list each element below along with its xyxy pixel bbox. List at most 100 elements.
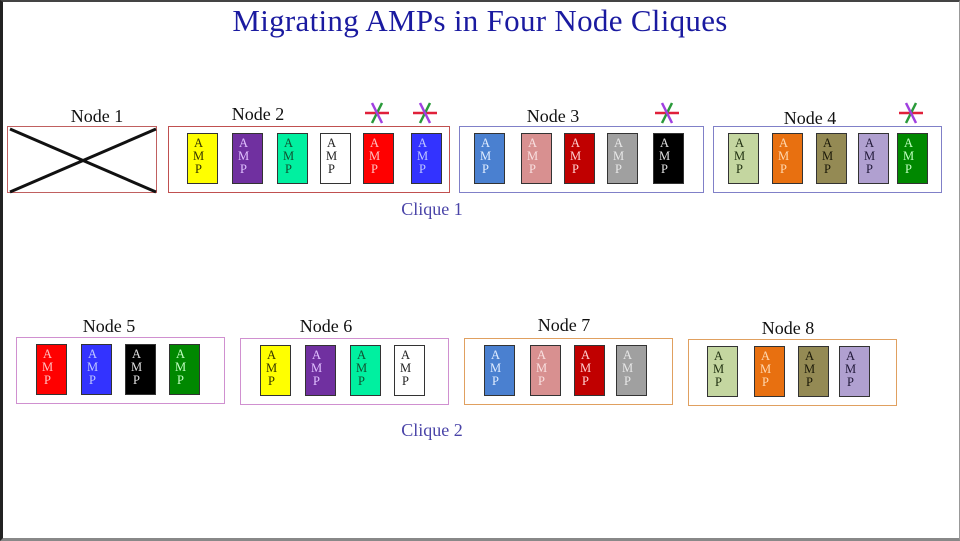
amp-letter: P — [866, 162, 873, 176]
amp-letter: M — [621, 361, 634, 375]
amp-letter: A — [864, 136, 875, 150]
amp-letter: M — [579, 361, 592, 375]
amp-letter: M — [368, 149, 381, 163]
amp-letter: M — [130, 360, 143, 374]
amp-letter: M — [416, 149, 429, 163]
amp-letter: P — [195, 162, 202, 176]
amp-letter: P — [285, 162, 292, 176]
amp-letter: A — [580, 348, 591, 362]
slide-title: Migrating AMPs in Four Node Cliques — [232, 3, 728, 38]
amp-letter: A — [760, 349, 771, 363]
amp-letter: M — [844, 362, 857, 376]
amp-letter: A — [713, 349, 724, 363]
amp-letter: P — [615, 162, 622, 176]
amp-letter: A — [622, 348, 633, 362]
amp-letter: A — [193, 136, 204, 150]
amp-letter: M — [821, 149, 834, 163]
amp-letter: M — [902, 149, 915, 163]
amp-letter: P — [402, 374, 409, 388]
amp-letter: M — [733, 149, 746, 163]
amp-letter: M — [265, 361, 278, 375]
amp-letter: P — [529, 162, 536, 176]
node-4-label: Node 4 — [783, 108, 837, 128]
failed-node-cross-icon — [9, 127, 157, 194]
amp-letter: M — [41, 360, 54, 374]
migration-star-icon — [413, 102, 437, 124]
amp-letter: P — [715, 375, 722, 389]
amp-letter: M — [863, 149, 876, 163]
amp-letter: A — [778, 136, 789, 150]
amp-letter: A — [845, 349, 856, 363]
amp-letter: P — [582, 374, 589, 388]
amp-letter: P — [133, 373, 140, 387]
amp-letter: A — [326, 136, 337, 150]
amp-letter: M — [282, 149, 295, 163]
amp-letter: P — [762, 375, 769, 389]
amp-letter: A — [527, 136, 538, 150]
amp-letter: M — [526, 149, 539, 163]
amp-letter: A — [903, 136, 914, 150]
amp-letter: A — [42, 347, 53, 361]
amp-letter: P — [44, 373, 51, 387]
migration-star-icon — [365, 102, 389, 124]
migration-star-icon — [899, 102, 923, 124]
migration-star-stroke — [418, 102, 432, 124]
amp-letter: A — [536, 348, 547, 362]
amp-letter: P — [240, 162, 247, 176]
node-6-label: Node 6 — [299, 316, 353, 336]
amp-letter: P — [847, 375, 854, 389]
amp-letter: A — [570, 136, 581, 150]
migration-star-stroke — [660, 102, 674, 124]
amp-letter: A — [490, 348, 501, 362]
amp-letter: M — [658, 149, 671, 163]
amp-letter: M — [535, 361, 548, 375]
amp-letter: A — [266, 348, 277, 362]
amp-letter: A — [734, 136, 745, 150]
amp-letter: M — [174, 360, 187, 374]
amp-letter: P — [177, 373, 184, 387]
amp-letter: P — [492, 374, 499, 388]
migration-star-stroke — [370, 102, 384, 124]
amp-letter: M — [759, 362, 772, 376]
amp-letter: A — [400, 348, 411, 362]
amp-letter: M — [325, 149, 338, 163]
amp-letter: P — [538, 374, 545, 388]
amp-letter: A — [804, 349, 815, 363]
node-8-label: Node 8 — [761, 318, 815, 338]
amp-letter: A — [613, 136, 624, 150]
node-1-label: Node 1 — [70, 106, 124, 126]
amp-letter: A — [356, 348, 367, 362]
amp-letter: P — [89, 373, 96, 387]
clique-1-label: Clique 1 — [401, 199, 463, 219]
node-7-label: Node 7 — [537, 315, 591, 335]
amp-letter: P — [806, 375, 813, 389]
